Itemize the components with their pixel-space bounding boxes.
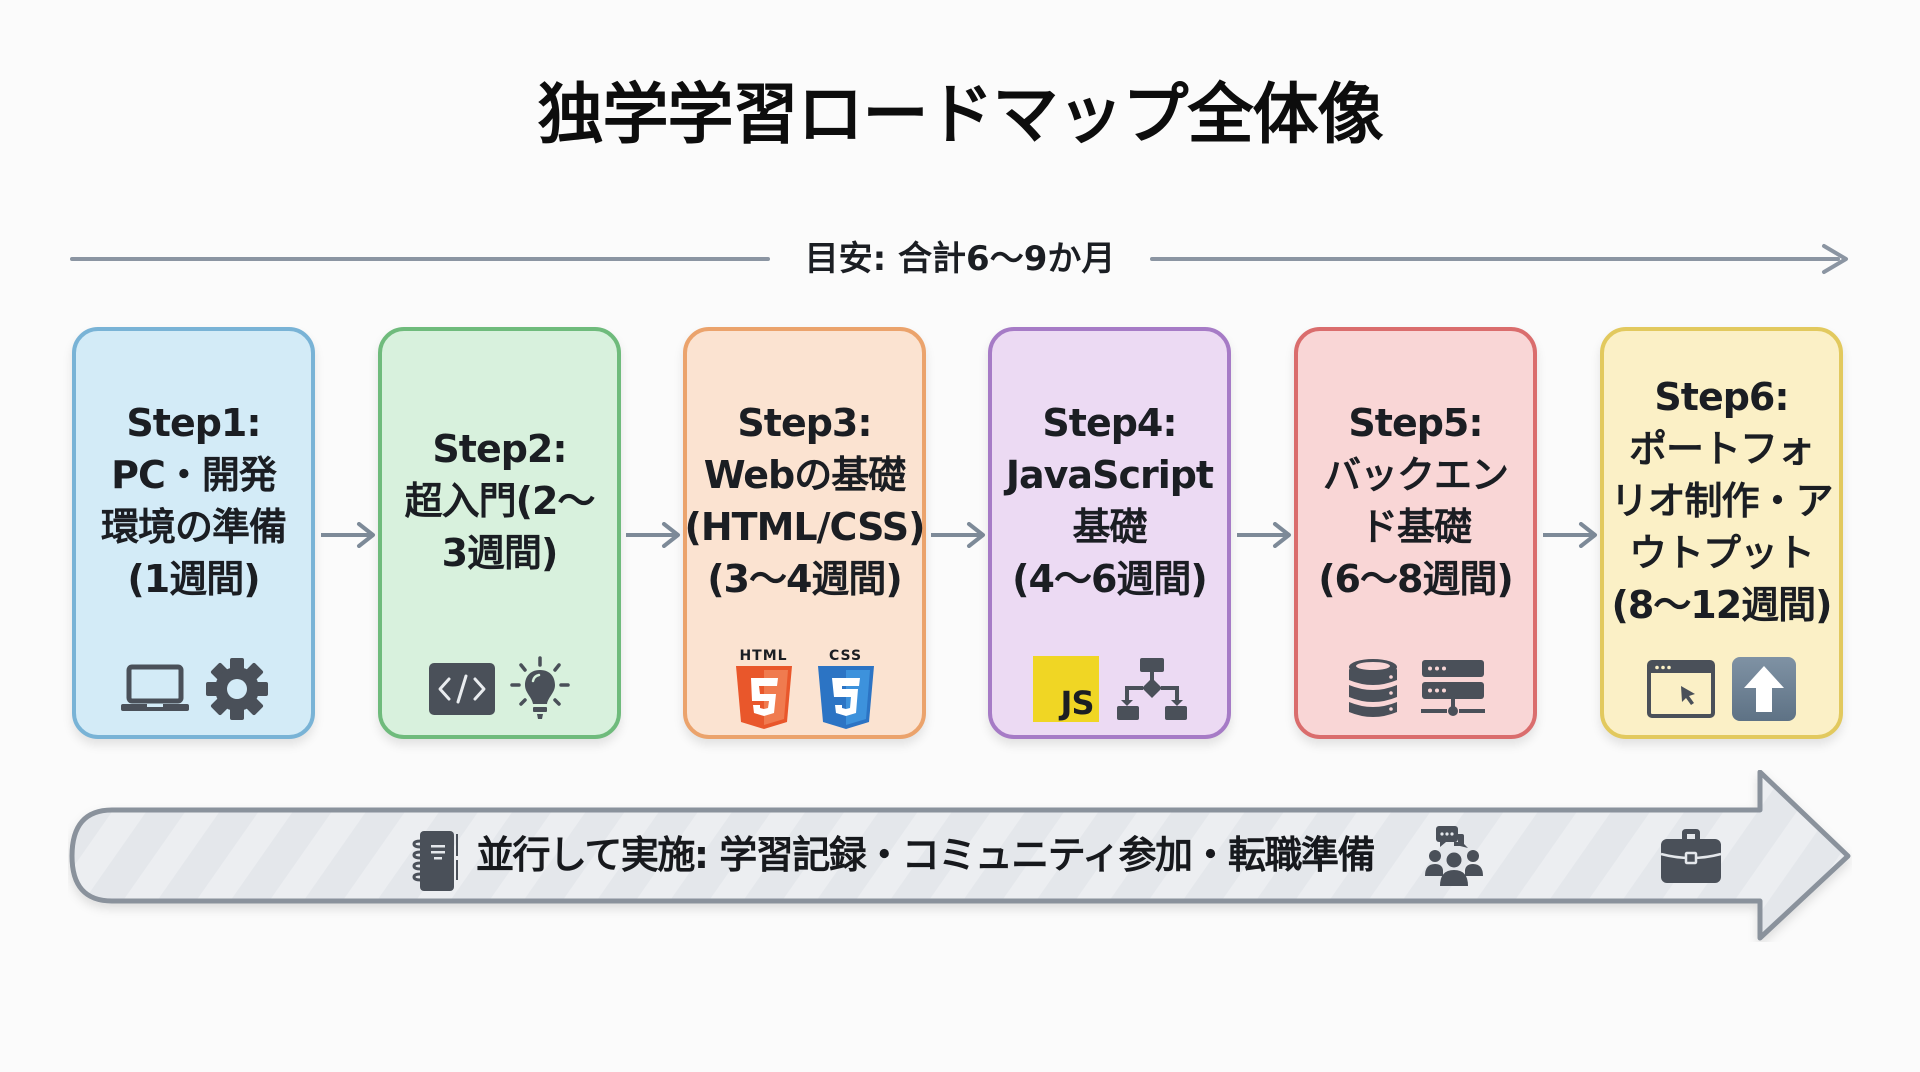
step-card-6: Step6: ポートフォ リオ制作・ア ウトプット (8〜12週間) [1600, 327, 1843, 739]
database-icon [1348, 659, 1397, 717]
connector-arrow-icon [626, 522, 680, 548]
lightbulb-icon [509, 656, 570, 719]
step-card-3: Step3: Webの基礎 (HTML/CSS) (3〜4週間) HTML CS… [683, 327, 926, 739]
step-card-label: Step4: JavaScript 基礎 (4〜6週間) [1005, 401, 1214, 601]
connector-arrow-icon [1543, 522, 1597, 548]
step-card-2: Step2: 超入門(2〜 3週間) [378, 327, 621, 739]
timeline-label: 目安: 合計6〜9か月 [804, 239, 1116, 279]
timeline-line-right [1150, 257, 1840, 261]
community-icon [1425, 826, 1483, 886]
javascript-icon: JS [1032, 656, 1099, 722]
connector-arrow-icon [1237, 522, 1291, 548]
html5-label: HTML [739, 648, 788, 664]
step-card-label: Step1: PC・開発 環境の準備 (1週間) [100, 401, 287, 601]
step-card-1: Step1: PC・開発 環境の準備 (1週間) [72, 327, 315, 739]
upload-icon [1731, 657, 1796, 721]
step-card-label: Step2: 超入門(2〜 3週間) [404, 427, 596, 575]
step-card-5: Step5: バックエン ド基礎 (6〜8週間) [1294, 327, 1537, 739]
parallel-activities-banner [69, 770, 1851, 941]
javascript-label: JS [1060, 684, 1095, 722]
notebook-icon [412, 831, 458, 891]
timeline-arrowhead-icon [1822, 244, 1848, 274]
step-card-4: Step4: JavaScript 基礎 (4〜6週間) JS [988, 327, 1231, 739]
step-card-label: Step3: Webの基礎 (HTML/CSS) (3〜4週間) [684, 401, 926, 601]
html5-shield [735, 666, 792, 729]
parallel-activities-text: 並行して実施: 学習記録・コミュニティ参加・転職準備 [476, 833, 1376, 877]
css3-label: CSS [828, 648, 863, 664]
css3-shield [817, 666, 874, 729]
timeline-line-left [70, 257, 770, 261]
briefcase-icon [1660, 829, 1722, 883]
page-title: 独学学習ロードマップ全体像 [537, 76, 1384, 153]
step-card-label: Step5: バックエン ド基礎 (6〜8週間) [1318, 401, 1514, 601]
browser-window-icon [1646, 660, 1715, 718]
connector-arrow-icon [321, 522, 375, 548]
css3-icon: CSS [816, 648, 876, 730]
laptop-icon [120, 664, 189, 711]
code-icon [428, 663, 495, 715]
gear-icon [205, 658, 268, 720]
connector-arrow-icon [931, 522, 985, 548]
step-card-label: Step6: ポートフォ リオ制作・ア ウトプット (8〜12週間) [1610, 375, 1833, 627]
server-icon [1420, 660, 1485, 716]
flowchart-icon [1116, 658, 1187, 720]
html5-icon: HTML [734, 648, 794, 730]
